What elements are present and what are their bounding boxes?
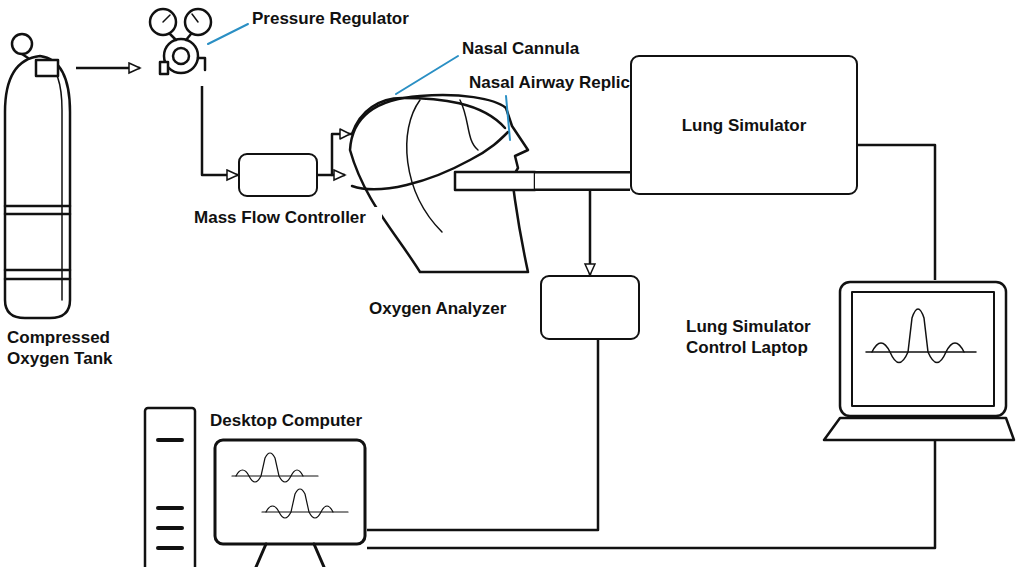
connector-line xyxy=(318,175,345,176)
connector-line xyxy=(535,181,590,275)
nasal-cannula xyxy=(352,132,508,189)
node-label: Pressure Regulator xyxy=(250,8,411,29)
laptop-node: Lung Simulator Control Laptop xyxy=(822,280,1014,440)
pressure-regulator xyxy=(150,9,211,74)
leader-line xyxy=(396,56,458,94)
part-label: Nasal Cannula xyxy=(460,38,581,59)
airway-replica-node: Nasal Airway Replica xyxy=(345,60,535,280)
connector-path xyxy=(535,174,630,189)
node-label: Lung Simulator xyxy=(680,115,809,136)
oxygen-tank xyxy=(5,34,70,318)
connector-path xyxy=(76,67,140,70)
desktop-computer xyxy=(145,408,365,567)
flow-controller-box: Mass Flow Controller xyxy=(238,153,318,197)
nasal-cannula xyxy=(352,98,505,134)
connector-path xyxy=(367,440,935,548)
cannula-arrow xyxy=(340,129,350,139)
node-label: Mass Flow Controller xyxy=(178,207,382,228)
laptop xyxy=(824,282,1014,440)
oxygen-analyzer-box: Oxygen Analyzer xyxy=(540,275,640,340)
leader-line xyxy=(506,96,510,140)
node-label: Compressed Oxygen Tank xyxy=(5,327,141,369)
leader-line xyxy=(208,24,248,44)
tube-wall xyxy=(535,171,630,191)
connector-path xyxy=(858,145,935,280)
connector-line xyxy=(858,145,935,280)
breathing-tube xyxy=(535,181,630,182)
connector-line xyxy=(367,340,598,530)
node-label: Oxygen Analyzer xyxy=(367,298,508,319)
connector-path xyxy=(367,340,598,530)
connector-path xyxy=(202,86,238,175)
node-label: Lung Simulator Control Laptop xyxy=(684,316,820,358)
connector-path xyxy=(535,181,590,275)
node-label: Nasal Airway Replica xyxy=(467,72,641,93)
lung-simulator-box: Lung Simulator xyxy=(630,55,858,195)
desktop-node: Desktop Computer xyxy=(145,408,367,567)
cannula-branch xyxy=(332,134,352,175)
head-replica xyxy=(350,95,535,272)
connector-line xyxy=(367,440,935,548)
node-label: Desktop Computer xyxy=(208,410,364,431)
regulator-node: Pressure Regulator xyxy=(140,6,210,86)
connector-line xyxy=(76,68,140,69)
connector-path xyxy=(318,174,345,177)
tank-node: Compressed Oxygen Tank xyxy=(4,45,76,320)
connector-line xyxy=(202,86,238,175)
